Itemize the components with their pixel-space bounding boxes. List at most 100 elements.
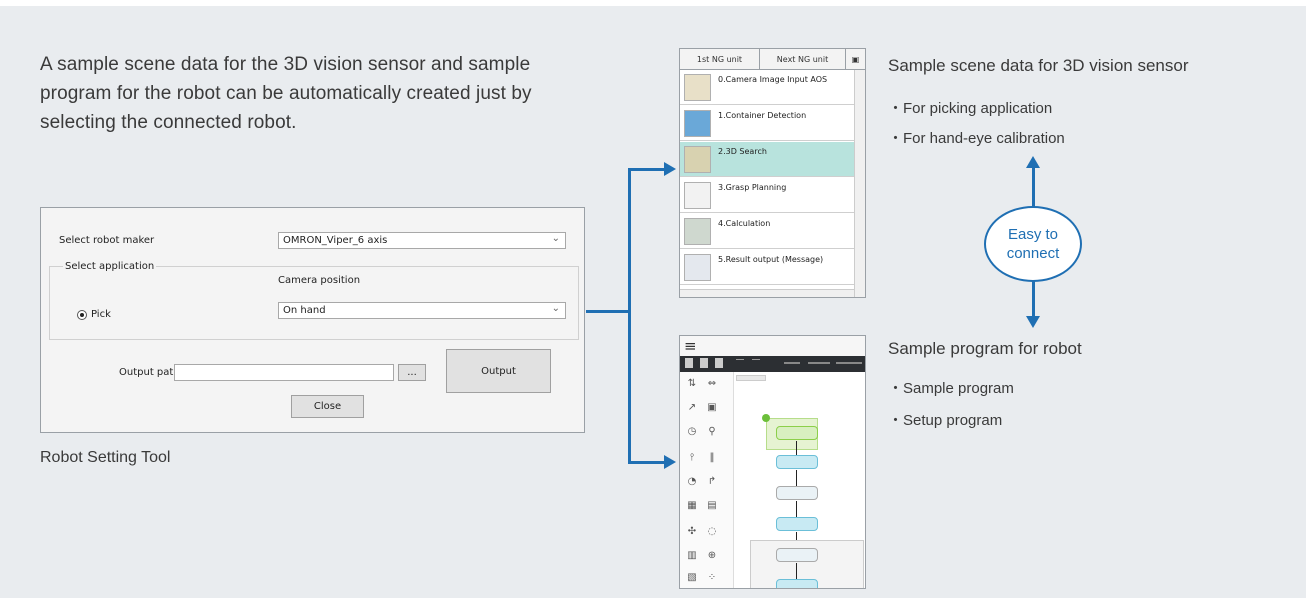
gateway-tool-icon[interactable]: ⚲ bbox=[708, 426, 716, 437]
scene-bullet: ・For picking application bbox=[888, 100, 1053, 117]
flow-item-label: 1.Container Detection bbox=[718, 111, 807, 120]
program-header: ≡ bbox=[680, 336, 865, 356]
application-group bbox=[49, 266, 579, 340]
pick-radio-label: Pick bbox=[91, 309, 111, 320]
many-tool-icon[interactable]: ▧ bbox=[687, 572, 697, 583]
flow-connector bbox=[796, 441, 797, 455]
application-label: Select application bbox=[63, 261, 157, 272]
file-icon[interactable] bbox=[685, 358, 693, 368]
flow-item[interactable]: 3.Grasp Planning bbox=[680, 178, 854, 213]
intro-text: A sample scene data for the 3D vision se… bbox=[40, 54, 532, 133]
voice-tool-icon[interactable]: ◔ bbox=[687, 476, 697, 487]
flow-connector bbox=[796, 501, 797, 517]
network-tool-icon[interactable]: ⊕ bbox=[707, 550, 717, 561]
calendar-icon[interactable]: ▣ bbox=[851, 55, 860, 64]
arrow-down-icon bbox=[1026, 316, 1040, 328]
hamburger-menu-icon[interactable]: ≡ bbox=[684, 337, 697, 355]
goto-tool-icon[interactable]: ↱ bbox=[707, 476, 717, 487]
tab-next-ng-unit[interactable]: Next NG unit bbox=[760, 49, 846, 70]
browse-button[interactable]: ... bbox=[398, 364, 426, 381]
caption: Robot Setting Tool bbox=[40, 449, 171, 466]
robot-maker-label: Select robot maker bbox=[59, 235, 155, 246]
save-icon[interactable] bbox=[700, 358, 708, 368]
flow-item-label: 5.Result output (Message) bbox=[718, 255, 824, 264]
vertical-scrollbar[interactable] bbox=[854, 70, 865, 297]
camera-position-value: On hand bbox=[283, 305, 326, 316]
program-tab[interactable] bbox=[736, 375, 766, 381]
search-3d-icon bbox=[684, 146, 711, 173]
robot-maker-select[interactable]: OMRON_Viper_6 axis ⌄ bbox=[278, 232, 566, 249]
flow-item-label: 0.Camera Image Input AOS bbox=[718, 75, 828, 84]
message-icon bbox=[684, 254, 711, 281]
connector-bottom-branch bbox=[628, 461, 666, 464]
connect-line-top bbox=[1032, 166, 1035, 208]
robot-program-screenshot: ≡ ⇅ ⇔ ↗ ▣ ◷ ⚲ ⫯ ‖ bbox=[679, 335, 866, 589]
redo-icon[interactable] bbox=[752, 359, 760, 367]
horizontal-scrollbar[interactable] bbox=[680, 289, 854, 297]
arrow-right-icon bbox=[664, 455, 676, 469]
toolbar-item[interactable] bbox=[784, 362, 800, 364]
toolbar-item[interactable] bbox=[808, 362, 830, 364]
program-bullet: ・Setup program bbox=[888, 412, 1003, 429]
point-tool-icon[interactable]: ↗ bbox=[687, 402, 697, 413]
path-tool-icon[interactable]: ⁘ bbox=[707, 572, 717, 583]
arrow-up-icon bbox=[1026, 156, 1040, 168]
camera-position-select[interactable]: On hand ⌄ bbox=[278, 302, 566, 319]
flow-node[interactable] bbox=[776, 486, 818, 500]
connector-horizontal bbox=[586, 310, 630, 313]
move-plus-tool-icon[interactable]: ✣ bbox=[687, 526, 697, 537]
connect-line-bottom bbox=[1032, 280, 1035, 318]
flow-item[interactable]: 5.Result output (Message) bbox=[680, 250, 854, 285]
program-title: Sample program for robot bbox=[888, 339, 1082, 358]
flow-tabs: 1st NG unit Next NG unit ▣ bbox=[680, 49, 865, 70]
circle-tool-icon[interactable]: ◌ bbox=[707, 526, 717, 537]
flow-node[interactable] bbox=[776, 548, 818, 562]
flow-item-label: 2.3D Search bbox=[718, 147, 767, 156]
flow-node[interactable] bbox=[776, 455, 818, 469]
subflow-tool-icon[interactable]: ▥ bbox=[687, 550, 697, 561]
flow-item-label: 4.Calculation bbox=[718, 219, 771, 228]
display-tool-icon[interactable]: ▤ bbox=[707, 500, 717, 511]
flow-item[interactable]: 0.Camera Image Input AOS bbox=[680, 70, 854, 105]
content-panel: A sample scene data for the 3D vision se… bbox=[0, 6, 1306, 598]
chevron-down-icon: ⌄ bbox=[551, 303, 560, 314]
save-as-icon[interactable] bbox=[715, 358, 723, 368]
arrow-right-icon bbox=[664, 162, 676, 176]
flow-item-active[interactable]: 2.3D Search bbox=[680, 142, 854, 177]
pallet-tool-icon[interactable]: ▦ bbox=[687, 500, 697, 511]
flow-node-start[interactable] bbox=[776, 426, 818, 440]
check-icon bbox=[762, 414, 770, 422]
toolbar-item[interactable] bbox=[836, 362, 862, 364]
close-button[interactable]: Close bbox=[291, 395, 364, 418]
flow-node[interactable] bbox=[776, 517, 818, 531]
robot-arm-icon bbox=[684, 182, 711, 209]
flow-connector bbox=[796, 470, 797, 486]
chevron-down-icon: ⌄ bbox=[551, 233, 560, 244]
pick-radio[interactable] bbox=[77, 310, 87, 320]
move-tool-icon[interactable]: ⇔ bbox=[707, 378, 717, 389]
robot-setting-dialog: Select robot maker OMRON_Viper_6 axis ⌄ … bbox=[40, 207, 585, 433]
stop-tool-icon[interactable]: ▣ bbox=[707, 402, 717, 413]
flow-item[interactable]: 1.Container Detection bbox=[680, 106, 854, 141]
output-button[interactable]: Output bbox=[446, 349, 551, 393]
flow-item[interactable]: 4.Calculation bbox=[680, 214, 854, 249]
robot-maker-value: OMRON_Viper_6 axis bbox=[283, 235, 388, 246]
set-tool-icon[interactable]: ⇅ bbox=[687, 378, 697, 389]
wait-tool-icon[interactable]: ◷ bbox=[687, 426, 697, 437]
connect-line2: connect bbox=[1006, 245, 1060, 262]
flow-item-label: 3.Grasp Planning bbox=[718, 183, 787, 192]
scene-title: Sample scene data for 3D vision sensor bbox=[888, 56, 1189, 75]
output-path-label: Output path bbox=[119, 367, 180, 378]
tab-1st-ng-unit[interactable]: 1st NG unit bbox=[680, 49, 760, 70]
scene-flow-screenshot: 1st NG unit Next NG unit ▣ 0.Camera Imag… bbox=[679, 48, 866, 298]
if-tool-icon[interactable]: ⫯ bbox=[689, 452, 695, 463]
output-path-input[interactable] bbox=[174, 364, 394, 381]
flow-node[interactable] bbox=[776, 579, 818, 588]
program-canvas[interactable] bbox=[734, 372, 865, 588]
pause-tool-icon[interactable]: ‖ bbox=[709, 452, 715, 463]
connect-line1: Easy to bbox=[1007, 226, 1059, 243]
program-toolbar bbox=[680, 356, 865, 372]
undo-icon[interactable] bbox=[736, 359, 744, 367]
container-icon bbox=[684, 110, 711, 137]
